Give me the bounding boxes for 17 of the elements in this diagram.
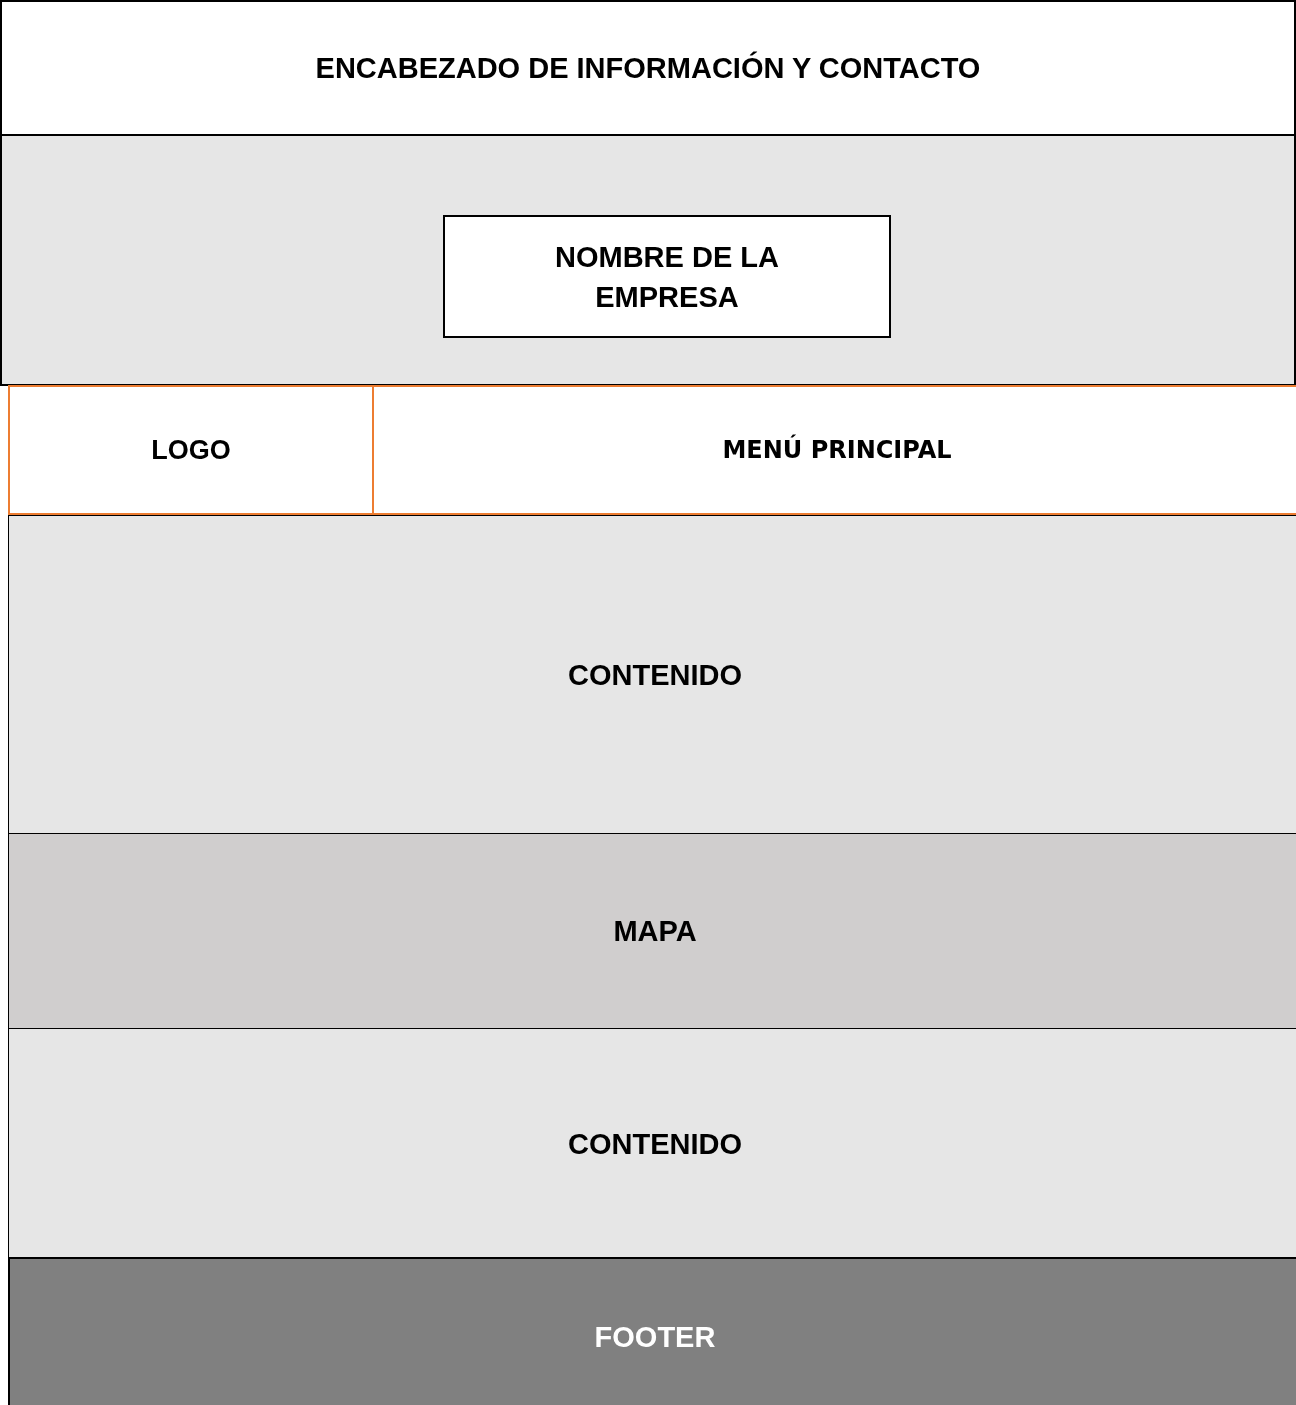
map-band <box>8 833 1296 1029</box>
cell-label: LOGO <box>151 434 231 467</box>
company-name-box <box>443 215 891 338</box>
header-band <box>0 0 1296 136</box>
map-text: MAPA <box>613 914 697 949</box>
footer-text: FOOTER <box>594 1320 716 1355</box>
header-cell <box>8 385 374 515</box>
menu-text: MENÚ PRINCIPAL <box>722 433 952 466</box>
content-band <box>8 515 1296 834</box>
title-band <box>0 134 1296 386</box>
header-text: ENCABEZADO DE INFORMACIÓN Y CONTACTO <box>315 50 981 86</box>
content-band <box>8 1028 1296 1259</box>
content-text: CONTENIDO <box>568 657 742 693</box>
footer-band <box>8 1257 1296 1405</box>
content-text: CONTENIDO <box>568 1126 742 1162</box>
menu-bar <box>372 385 1296 515</box>
company-name-text: NOMBRE DE LA EMPRESA <box>554 239 780 315</box>
